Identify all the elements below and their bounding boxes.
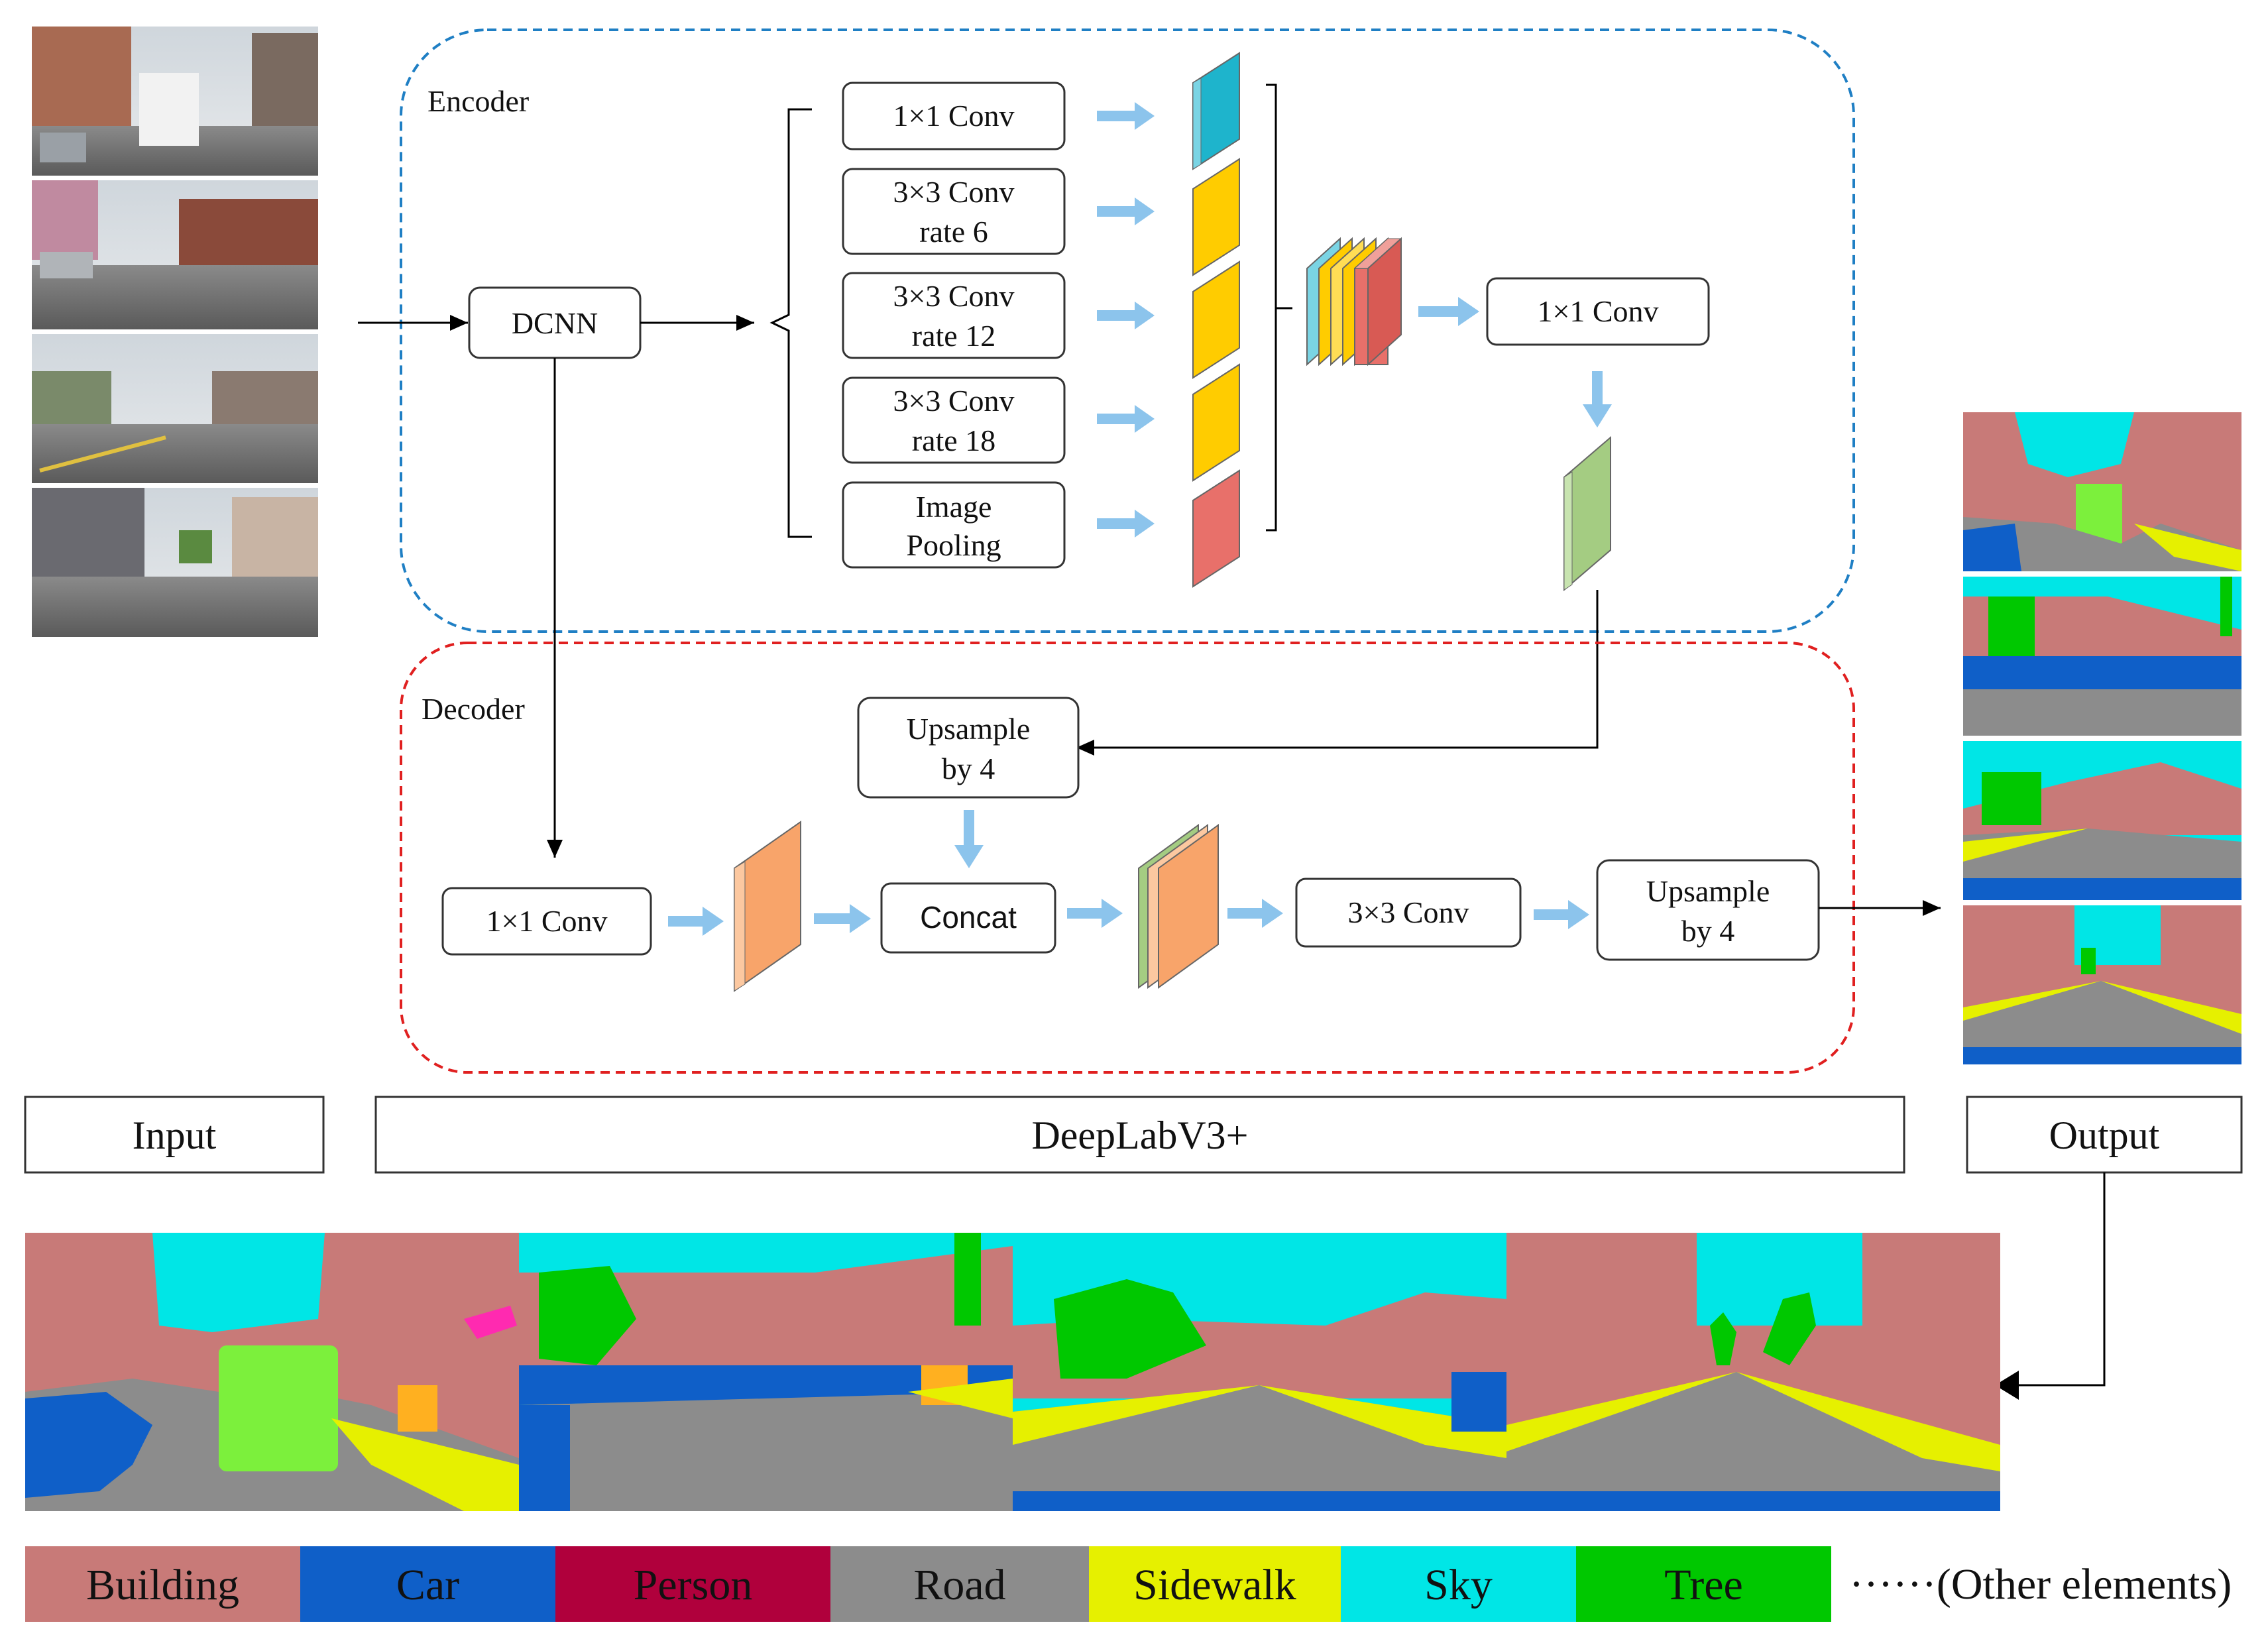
legend-item-building: Building — [25, 1546, 300, 1622]
decoder-conv1x1: 1×1 Conv — [441, 887, 652, 956]
aspp-image-pooling: Image Pooling — [842, 481, 1066, 569]
feature-map-blue — [1192, 52, 1240, 170]
stage-label-output: Output — [1966, 1096, 2243, 1174]
input-photo — [32, 180, 318, 329]
feature-map-orange — [734, 821, 801, 992]
aspp-conv3x3-rate18: 3×3 Conv rate 18 — [842, 376, 1066, 464]
arrowhead-to-panel — [1995, 1371, 2019, 1400]
feature-map-yellow — [1192, 260, 1240, 379]
svg-text:3×3 Conv: 3×3 Conv — [1347, 895, 1469, 929]
stage-label-input: Input — [24, 1096, 325, 1174]
decoder-concat: Concat — [880, 882, 1056, 954]
legend-label: Sidewalk — [1133, 1561, 1296, 1609]
input-photo — [32, 27, 318, 176]
aspp-arrows — [1097, 102, 1155, 538]
svg-text:Pooling: Pooling — [906, 528, 1001, 562]
svg-text:Input: Input — [133, 1113, 217, 1157]
legend-item-road: Road — [830, 1546, 1089, 1622]
input-images — [32, 27, 318, 637]
svg-text:3×3 Conv: 3×3 Conv — [893, 384, 1014, 418]
arrow-to-upsample-b — [1534, 900, 1589, 929]
svg-text:3×3 Conv: 3×3 Conv — [893, 175, 1014, 209]
svg-text:Output: Output — [2049, 1113, 2160, 1157]
encoder-title: Encoder — [427, 84, 529, 118]
svg-text:DeepLabV3+: DeepLabV3+ — [1031, 1113, 1248, 1157]
segmentation-panel — [25, 1233, 2000, 1511]
legend-item-sky: Sky — [1341, 1546, 1576, 1622]
aspp-conv3x3-rate6: 3×3 Conv rate 6 — [842, 168, 1066, 255]
legend-label: Car — [396, 1561, 459, 1609]
decoder-upsample-b: Upsample by 4 — [1596, 859, 1820, 961]
feature-map-yellow — [1192, 363, 1240, 482]
svg-text:Upsample: Upsample — [907, 712, 1031, 746]
output-mask — [1963, 412, 2241, 571]
feature-map-red — [1192, 469, 1240, 588]
legend-label: Person — [634, 1561, 753, 1609]
aspp-conv3x3-rate12: 3×3 Conv rate 12 — [842, 272, 1066, 359]
input-photo — [32, 334, 318, 483]
decoder-concat-stack — [1138, 824, 1219, 989]
legend-item-person: Person — [555, 1546, 830, 1622]
encoder-conv1x1-out: 1×1 Conv — [1486, 277, 1710, 346]
legend-other-elements: ······(Other elements) — [1849, 1560, 2232, 1609]
decoder-upsample-a: Upsample by 4 — [857, 697, 1080, 799]
arrow-to-orange — [668, 907, 724, 936]
segmentation-result — [25, 1233, 519, 1511]
legend-label: Road — [913, 1561, 1005, 1609]
svg-text:Image: Image — [916, 490, 992, 524]
svg-text:by 4: by 4 — [942, 752, 995, 785]
arrow-to-conv3x3 — [1227, 899, 1283, 928]
decoder-region — [400, 642, 1855, 1074]
svg-text:3×3 Conv: 3×3 Conv — [893, 279, 1014, 313]
segmentation-result — [1506, 1233, 2000, 1511]
arrow-down-decoder — [954, 810, 984, 868]
feature-map-yellow — [1192, 158, 1240, 276]
dcnn-label: DCNN — [512, 306, 598, 340]
legend-label: Sky — [1424, 1561, 1493, 1609]
legend-swatch — [830, 1546, 1089, 1622]
segmentation-result — [519, 1233, 1013, 1511]
arrow-down-encoder — [1583, 371, 1612, 427]
svg-text:rate 18: rate 18 — [912, 424, 995, 457]
legend-swatch — [1089, 1546, 1341, 1622]
output-mask — [1963, 905, 2241, 1064]
arrow-to-conv1x1-out — [1418, 297, 1479, 326]
legend-label: Tree — [1664, 1561, 1743, 1609]
legend-item-car: Car — [300, 1546, 555, 1622]
legend-item-tree: Tree — [1576, 1546, 1831, 1622]
legend-label: Building — [86, 1561, 239, 1609]
svg-text:1×1 Conv: 1×1 Conv — [893, 99, 1014, 133]
output-mask — [1963, 741, 2241, 900]
stage-label-model: DeepLabV3+ — [374, 1096, 1905, 1174]
svg-text:Concat: Concat — [920, 900, 1017, 935]
svg-text:rate 6: rate 6 — [919, 215, 988, 249]
feature-map-green — [1563, 435, 1611, 592]
aspp-conv1x1: 1×1 Conv — [842, 82, 1066, 150]
legend-swatch — [25, 1546, 300, 1622]
svg-text:Upsample: Upsample — [1646, 874, 1770, 908]
legend-swatch — [1576, 1546, 1831, 1622]
legend-item-sidewalk: Sidewalk — [1089, 1546, 1341, 1622]
output-mask — [1963, 577, 2241, 736]
svg-text:by 4: by 4 — [1681, 914, 1735, 948]
concat-feature-stack — [1306, 237, 1402, 367]
legend-swatch — [1341, 1546, 1576, 1622]
legend-swatch — [300, 1546, 555, 1622]
segmentation-result — [1013, 1233, 1506, 1511]
input-photo — [32, 488, 318, 637]
svg-text:1×1 Conv: 1×1 Conv — [486, 904, 607, 938]
decoder-conv3x3: 3×3 Conv — [1295, 878, 1522, 948]
decoder-title: Decoder — [422, 692, 525, 726]
encoder-region — [400, 28, 1855, 633]
legend: Building Car Person Road Sidewalk Sky Tree — [25, 1546, 1831, 1622]
legend-swatch — [555, 1546, 830, 1622]
output-images — [1963, 412, 2241, 1064]
svg-text:1×1 Conv: 1×1 Conv — [1537, 294, 1658, 328]
arrow-to-concat-stack — [1067, 899, 1123, 928]
svg-text:rate 12: rate 12 — [912, 319, 995, 353]
arrow-to-concat — [814, 904, 871, 933]
